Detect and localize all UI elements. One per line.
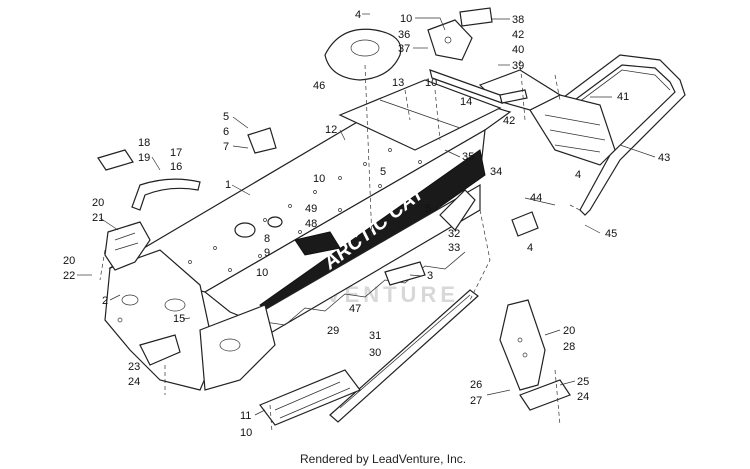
callout-46[interactable]: 46 [313,80,325,92]
callout-3[interactable]: 3 [427,270,433,282]
callout-41[interactable]: 41 [617,91,629,103]
callout-47[interactable]: 47 [349,303,361,315]
tunnel-assembly: ARCTIC CAT [108,79,512,346]
callout-21[interactable]: 21 [92,212,104,224]
callout-36[interactable]: 36 [398,29,410,41]
callout-38[interactable]: 38 [512,14,524,26]
front-bulkhead [104,249,276,391]
callout-5[interactable]: 5 [425,203,431,215]
callout-43[interactable]: 43 [658,152,670,164]
callout-10[interactable]: 10 [240,427,252,439]
callout-4[interactable]: 4 [355,9,361,21]
callout-2[interactable]: 2 [102,295,108,307]
footwell-plate [384,261,426,286]
callout-30[interactable]: 30 [369,347,381,359]
callout-34[interactable]: 34 [490,166,502,178]
left-parts [97,149,201,366]
callout-39[interactable]: 39 [512,60,524,72]
callout-45[interactable]: 45 [605,228,617,240]
rear-brace [429,69,528,104]
taillight-bracket [427,7,493,61]
callout-28[interactable]: 28 [563,341,575,353]
callout-42[interactable]: 42 [503,115,515,127]
callout-15[interactable]: 15 [173,313,185,325]
rear-bumper [558,54,686,216]
part-23 [139,334,181,366]
callout-35[interactable]: 35 [462,151,474,163]
part-25-clip [519,379,571,411]
callout-7[interactable]: 7 [223,141,229,153]
callout-13[interactable]: 13 [392,77,404,89]
callout-20[interactable]: 20 [563,325,575,337]
callout-9[interactable]: 9 [264,247,270,259]
callout-24[interactable]: 24 [577,391,589,403]
callout-10[interactable]: 10 [313,173,325,185]
callout-4[interactable]: 4 [575,169,581,181]
foot-grip-plate [259,369,361,426]
callout-16[interactable]: 16 [170,161,182,173]
part-9 [267,216,283,228]
callout-11[interactable]: 11 [240,410,251,422]
footer-text: Rendered by LeadVenture, Inc. [300,452,466,466]
callout-18[interactable]: 18 [138,137,150,149]
callout-10[interactable]: 10 [256,267,268,279]
callout-10[interactable]: 10 [400,13,412,25]
part-18 [97,149,134,171]
callout-8[interactable]: 8 [264,233,270,245]
callout-29[interactable]: 29 [327,325,339,337]
part-8 [234,222,256,238]
callout-6[interactable]: 6 [223,126,229,138]
callout-33[interactable]: 33 [448,242,460,254]
callout-10[interactable]: 10 [425,77,437,89]
part-6-bracket [247,127,277,154]
callout-25[interactable]: 25 [577,376,589,388]
callouts: 4 10 38 36 37 42 40 39 46 13 10 14 41 42… [63,9,670,439]
callout-31[interactable]: 31 [369,330,381,342]
alignment-lines [99,59,581,433]
storage-bag [324,28,402,81]
callout-40[interactable]: 40 [512,44,524,56]
callout-48[interactable]: 48 [305,218,317,230]
part-32 [439,189,476,231]
callout-12[interactable]: 12 [325,124,337,136]
callout-26[interactable]: 26 [470,379,482,391]
callout-27[interactable]: 27 [470,395,482,407]
part-26-footrest [499,299,546,391]
leader-lines [77,13,656,416]
callout-20[interactable]: 20 [63,255,75,267]
callout-23[interactable]: 23 [128,361,140,373]
callout-5[interactable]: 5 [223,111,229,123]
part-48-pad [294,231,341,256]
callout-24[interactable]: 24 [128,376,140,388]
callout-4[interactable]: 4 [527,242,533,254]
callout-44[interactable]: 44 [530,192,542,204]
part-4-clip [511,211,539,237]
mid-parts [234,127,341,256]
callout-19[interactable]: 19 [138,152,150,164]
callout-17[interactable]: 17 [170,147,182,159]
callout-32[interactable]: 32 [448,228,460,240]
callout-49[interactable]: 49 [305,203,317,215]
callout-42[interactable]: 42 [512,29,524,41]
callout-1[interactable]: 1 [225,179,231,191]
right-parts [439,189,539,301]
callout-37[interactable]: 37 [398,43,410,55]
lower-right-parts [499,299,571,411]
running-board-strip [329,289,479,423]
callout-20[interactable]: 20 [92,197,104,209]
callout-5[interactable]: 5 [380,166,386,178]
part-16-bar [131,178,201,211]
callout-22[interactable]: 22 [63,270,75,282]
callout-14[interactable]: 14 [460,96,472,108]
